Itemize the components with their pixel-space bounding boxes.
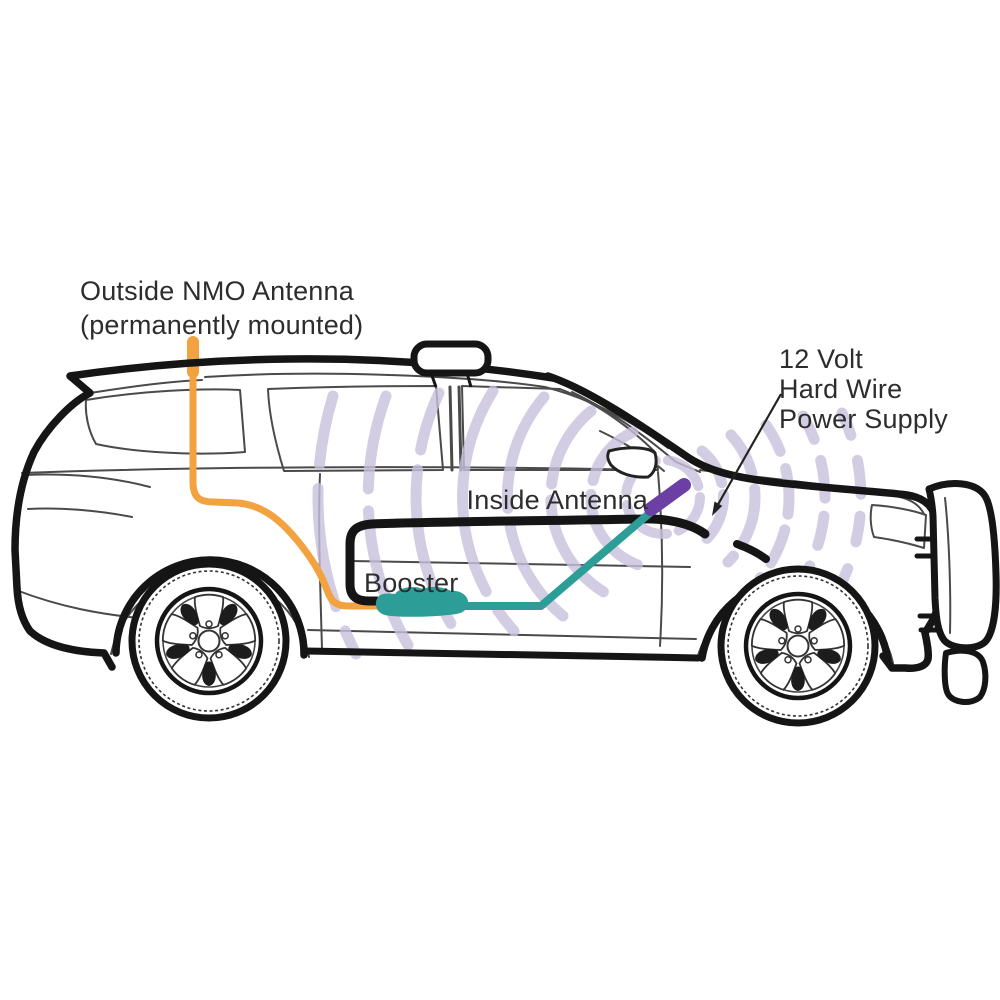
signal-arc [790,410,831,596]
outside-antenna-label-line1: Outside NMO Antenna [80,276,354,306]
headlight [869,504,927,549]
rear-wheel-arch [112,556,308,659]
outside-antenna-cable [189,372,384,610]
apillar-hood-front-outline [544,372,944,672]
rear-wheel [132,564,286,718]
front-door-cut [657,471,664,647]
rear-quarter-window [84,388,246,455]
car-body [11,355,944,672]
outside-antenna-label: Outside NMO Antenna (permanently mounted… [80,274,363,342]
b-pillar [448,385,463,472]
booster-to-antenna-cable [454,508,655,610]
signal-arc [457,385,520,637]
leader-line [712,393,782,516]
booster-label: Booster [364,568,459,598]
signal-arc [312,390,362,660]
guard-main-blade [925,480,1000,652]
front-wheel [721,569,875,723]
signal-arc [545,405,613,600]
inside-antenna-label: Inside Antenna [466,485,648,515]
roof-bar-body [410,340,492,377]
door-crease [349,560,691,568]
power-supply-label-line3: Power Supply [779,404,948,434]
rocker-bottom [302,647,702,662]
taillight-lines [15,473,151,620]
signal-arc [585,426,644,571]
signal-arc [754,419,795,584]
side-mirror [606,446,658,479]
leader-stroke [715,393,782,509]
leader-arrow-icon [712,501,723,516]
booster-unit-icon [375,586,469,617]
inside-antenna-icon [644,478,691,516]
outside-antenna-label-line2: (permanently mounted) [80,310,364,340]
signal-arc [501,391,569,622]
rear-door-window [267,385,444,472]
roof-light-bar [410,340,492,388]
signal-arc [832,407,867,596]
rocker-line [307,629,697,640]
power-supply-label: 12 Volt Hard Wire Power Supply [779,344,948,434]
guard-bars [914,536,943,633]
power-supply-label-line1: 12 Volt [779,344,863,374]
door-stripe [345,514,710,606]
spoiler-underside [89,379,203,394]
brush-guard [914,480,1000,705]
roof-and-rear-outline [11,355,557,671]
guard-inner-line [944,497,952,634]
guard-lower-blade [941,647,989,705]
signal-ring [621,455,705,539]
fender-crease-dash [733,540,770,563]
power-supply-label-line2: Hard Wire [779,374,903,404]
